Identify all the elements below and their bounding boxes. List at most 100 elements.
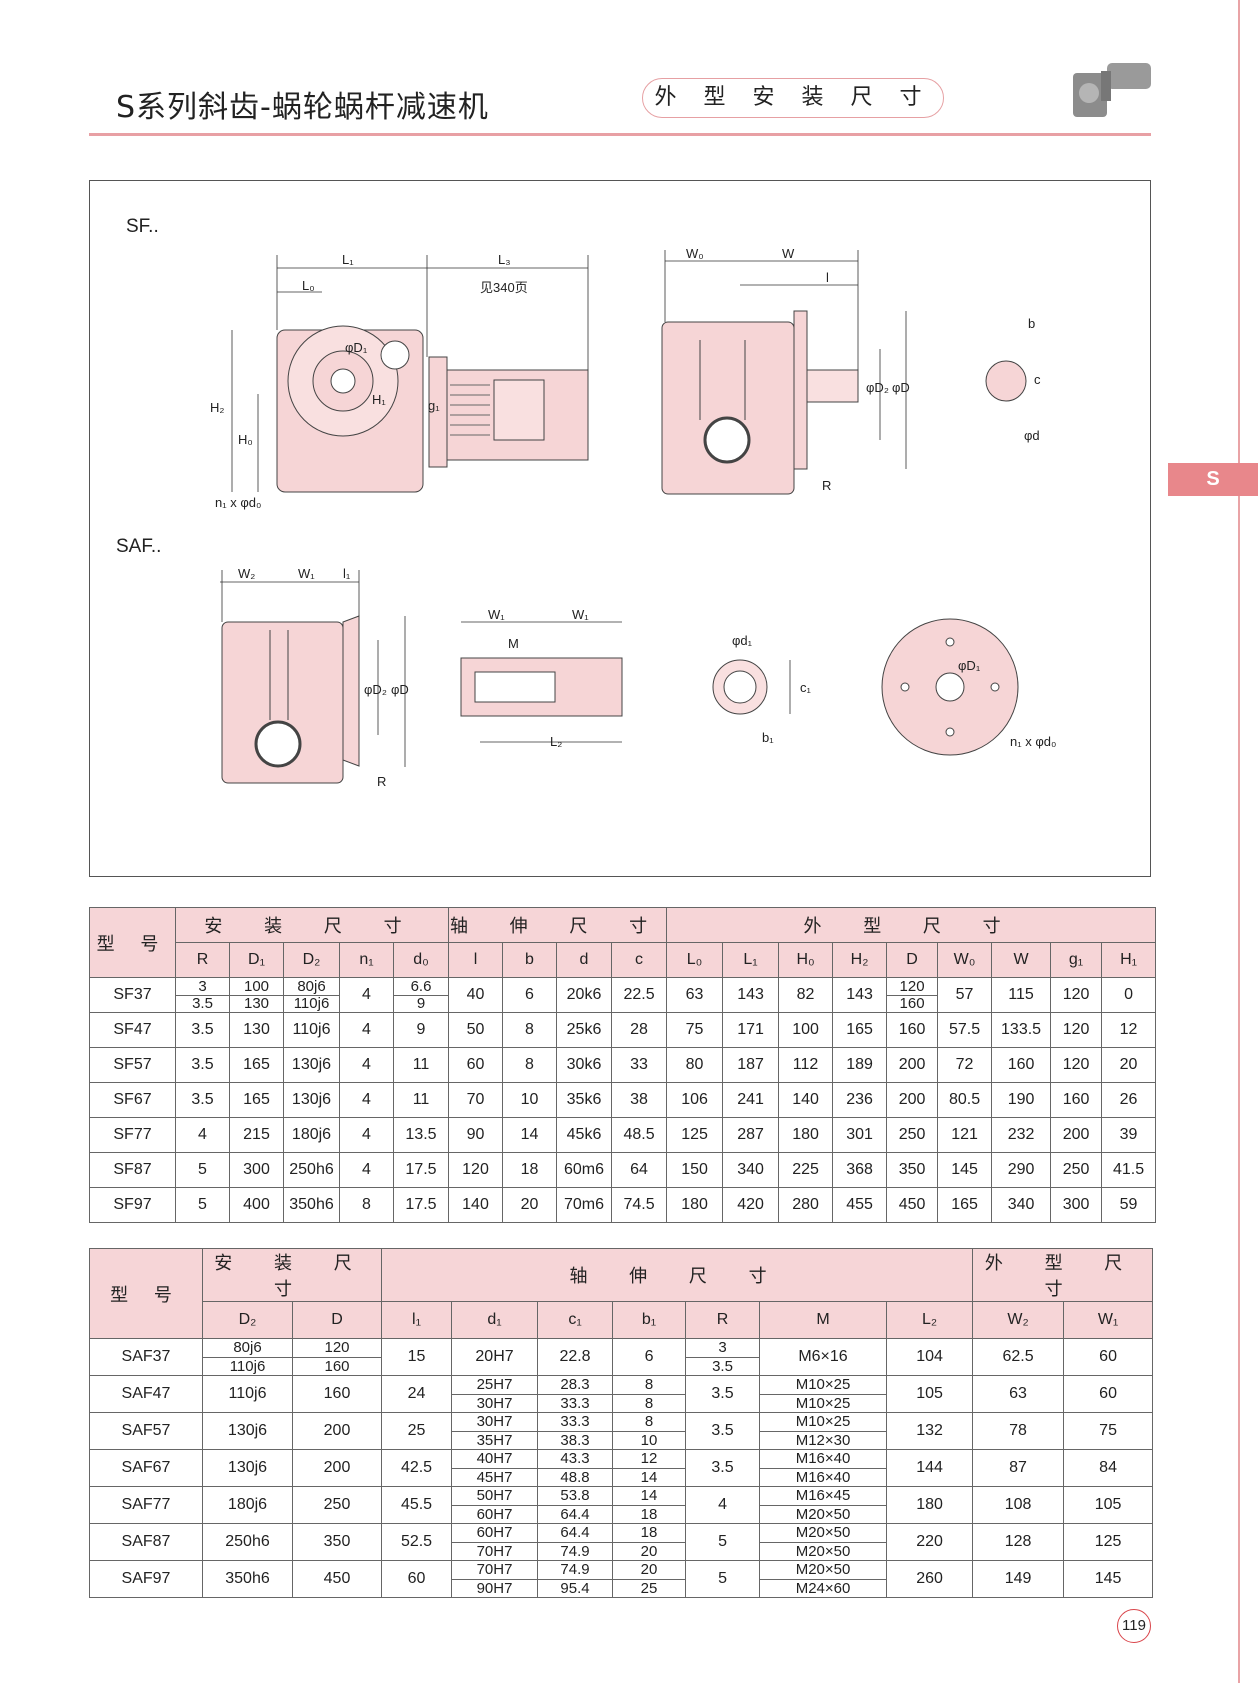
value-cell: 130j6 xyxy=(283,1082,340,1118)
value-cell: 220 xyxy=(886,1523,974,1561)
value-cell: 300 xyxy=(229,1152,284,1188)
model-cell: SAF77 xyxy=(89,1486,203,1524)
dim-shaft-W1b: W₁ xyxy=(572,607,589,622)
split-value-part: 70H7 xyxy=(476,1542,513,1560)
value-cell: 145 xyxy=(1063,1560,1154,1598)
value-cell: 70m6 xyxy=(556,1187,612,1223)
column-header: c xyxy=(610,942,668,978)
split-value-part: 120 xyxy=(887,978,938,996)
dimension-drawing: SF.. SAF.. L₁ L₃ 见340页 L₀ H₂ H₀ φD₁ H₁ g… xyxy=(89,180,1151,877)
split-value-part: 8 xyxy=(644,1394,654,1412)
value-cell: 60 xyxy=(1063,1375,1154,1413)
split-value-part: 74.9 xyxy=(538,1561,613,1580)
column-header: L₁ xyxy=(722,942,780,978)
column-group-header: 外 型 尺 寸 xyxy=(666,907,1157,943)
value-cell: 180 xyxy=(778,1117,834,1153)
value-cell: 10 xyxy=(502,1082,557,1118)
value-cell: 57.5 xyxy=(937,1012,993,1048)
value-cell: 200 xyxy=(886,1047,939,1083)
value-cell: 4 xyxy=(339,1117,394,1153)
value-cell: 8 xyxy=(502,1012,557,1048)
value-cell: 5 xyxy=(685,1560,761,1598)
section-tab-s[interactable]: S xyxy=(1168,463,1258,496)
dim-H1: H₁ xyxy=(372,392,386,407)
value-cell: 87 xyxy=(972,1449,1065,1487)
split-value-part: 95.4 xyxy=(560,1579,590,1597)
value-cell: 20 xyxy=(502,1187,557,1223)
dim-l1: l₁ xyxy=(343,566,351,581)
value-cell: 180j6 xyxy=(283,1117,340,1153)
value-cell: 5 xyxy=(175,1187,230,1223)
column-header: W₀ xyxy=(937,942,993,978)
value-cell: 300 xyxy=(1050,1187,1103,1223)
model-cell: SAF37 xyxy=(89,1338,203,1376)
value-cell: 25 xyxy=(381,1412,453,1450)
value-cell: 74.5 xyxy=(610,1187,668,1223)
column-header: W xyxy=(991,942,1052,978)
value-cell: 5 xyxy=(685,1523,761,1561)
value-cell: 187 xyxy=(722,1047,780,1083)
value-cell: 225 xyxy=(778,1152,834,1188)
value-cell: 80 xyxy=(666,1047,724,1083)
column-header: D₁ xyxy=(229,942,284,978)
value-cell: 160 xyxy=(1050,1082,1103,1118)
value-cell: 20k6 xyxy=(556,977,612,1013)
saf-flange-view xyxy=(881,618,1019,756)
section-pill: 外 型 安 装 尺 寸 xyxy=(642,78,944,118)
dim-L2: L₂ xyxy=(550,734,562,749)
dim-W2: W₂ xyxy=(238,566,255,581)
model-cell: SF67 xyxy=(89,1082,176,1118)
value-cell: 120 xyxy=(1050,977,1103,1013)
dim-W1: W₁ xyxy=(298,566,315,581)
column-group-header: 轴 伸 尺 寸 xyxy=(447,907,668,943)
value-cell: 120 xyxy=(1050,1047,1103,1083)
split-value-part: M16×40 xyxy=(795,1468,851,1486)
column-header: W₂ xyxy=(972,1301,1065,1339)
column-group-header: 安 装 尺 寸 xyxy=(201,1248,383,1302)
split-value-part: 3 xyxy=(176,978,229,996)
column-header: D xyxy=(291,1301,383,1339)
value-cell: 42.5 xyxy=(381,1449,453,1487)
split-value-part: 120 xyxy=(293,1339,382,1358)
value-cell: 11 xyxy=(393,1047,449,1083)
dim-c1: c₁ xyxy=(800,680,812,695)
split-value-part: M10×25 xyxy=(795,1394,851,1412)
dim-H0: H₀ xyxy=(238,432,253,447)
split-value-part: M20×50 xyxy=(795,1505,851,1523)
value-cell: 106 xyxy=(666,1082,724,1118)
value-cell: 6 xyxy=(502,977,557,1013)
value-cell: 115 xyxy=(991,977,1052,1013)
column-group-header: 外 型 尺 寸 xyxy=(972,1248,1154,1302)
dim-D1: φD₁ xyxy=(345,340,368,355)
value-cell: 22.8 xyxy=(537,1338,614,1376)
value-cell: 144 xyxy=(886,1449,974,1487)
split-value-part: M20×50 xyxy=(795,1542,851,1560)
value-cell: 64 xyxy=(610,1152,668,1188)
split-value-part: 30H7 xyxy=(452,1413,538,1432)
value-cell: 165 xyxy=(832,1012,888,1048)
